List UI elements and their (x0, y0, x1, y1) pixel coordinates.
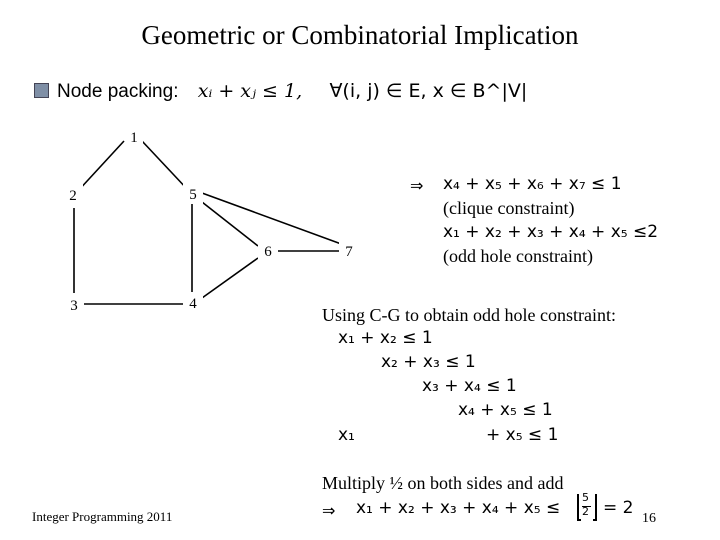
slide-title: Geometric or Combinatorial Implication (141, 20, 579, 50)
floor-denominator: 2 (582, 505, 589, 518)
footer-text: Integer Programming 2011 (32, 509, 173, 524)
edge-5-7 (201, 192, 345, 246)
node-5 (183, 182, 203, 204)
node-label-7: 7 (345, 244, 353, 260)
node-packing-constraint: xᵢ + xⱼ ≤ 1, (197, 80, 303, 102)
edge-1-5 (141, 140, 189, 191)
cg-line-5-left: x₁ (338, 425, 355, 445)
cg-line-3: x₃ + x₄ ≤ 1 (422, 376, 517, 396)
oddhole-label: (odd hole constraint) (443, 246, 593, 266)
node-label-2: 2 (69, 188, 77, 204)
clique-equation: x₄ + x₅ + x₆ + x₇ ≤ 1 (443, 174, 622, 194)
floor-fraction: 5 2 (577, 491, 597, 521)
node-packing-row: Node packing: xᵢ + xⱼ ≤ 1, ∀(i, j) ∈ E, … (34, 80, 527, 103)
node-label-1: 1 (130, 130, 138, 146)
floor-numerator: 5 (582, 491, 589, 504)
node-7 (339, 240, 359, 262)
cg-line-5-right: + x₅ ≤ 1 (486, 425, 559, 445)
result-equation: x₁ + x₂ + x₃ + x₄ + x₅ ≤ (356, 498, 561, 518)
clique-label: (clique constraint) (443, 198, 575, 218)
edge-5-6 (201, 201, 259, 247)
oddhole-equation: x₁ + x₂ + x₃ + x₄ + x₅ ≤2 (443, 222, 659, 242)
node-4 (183, 292, 203, 314)
cg-heading: Using C-G to obtain odd hole constraint: (322, 305, 616, 325)
edge-4-6 (201, 257, 259, 299)
node-6 (258, 240, 278, 262)
node-3 (64, 293, 84, 315)
cg-line-1: x₁ + x₂ ≤ 1 (338, 328, 433, 348)
bullet-icon (34, 83, 49, 98)
implies-symbol: ⇒ (410, 176, 424, 195)
cg-line-4: x₄ + x₅ ≤ 1 (458, 400, 553, 420)
page-number: 16 (642, 511, 656, 526)
node-1 (125, 127, 143, 147)
node-label-6: 6 (264, 244, 272, 260)
node-packing-domain: ∀(i, j) ∈ E, x ∈ B^|V| (329, 80, 528, 102)
node-label-4: 4 (189, 296, 197, 312)
node-label-3: 3 (70, 298, 78, 314)
node-2 (63, 183, 83, 205)
node-packing-label: Node packing: (57, 81, 179, 102)
edge-1-2 (76, 140, 125, 193)
result-tail: = 2 (603, 498, 634, 518)
multiply-text: Multiply ½ on both sides and add (322, 473, 564, 493)
node-label-5: 5 (189, 187, 197, 203)
result-implies-symbol: ⇒ (322, 501, 336, 520)
cg-line-2: x₂ + x₃ ≤ 1 (381, 352, 476, 372)
